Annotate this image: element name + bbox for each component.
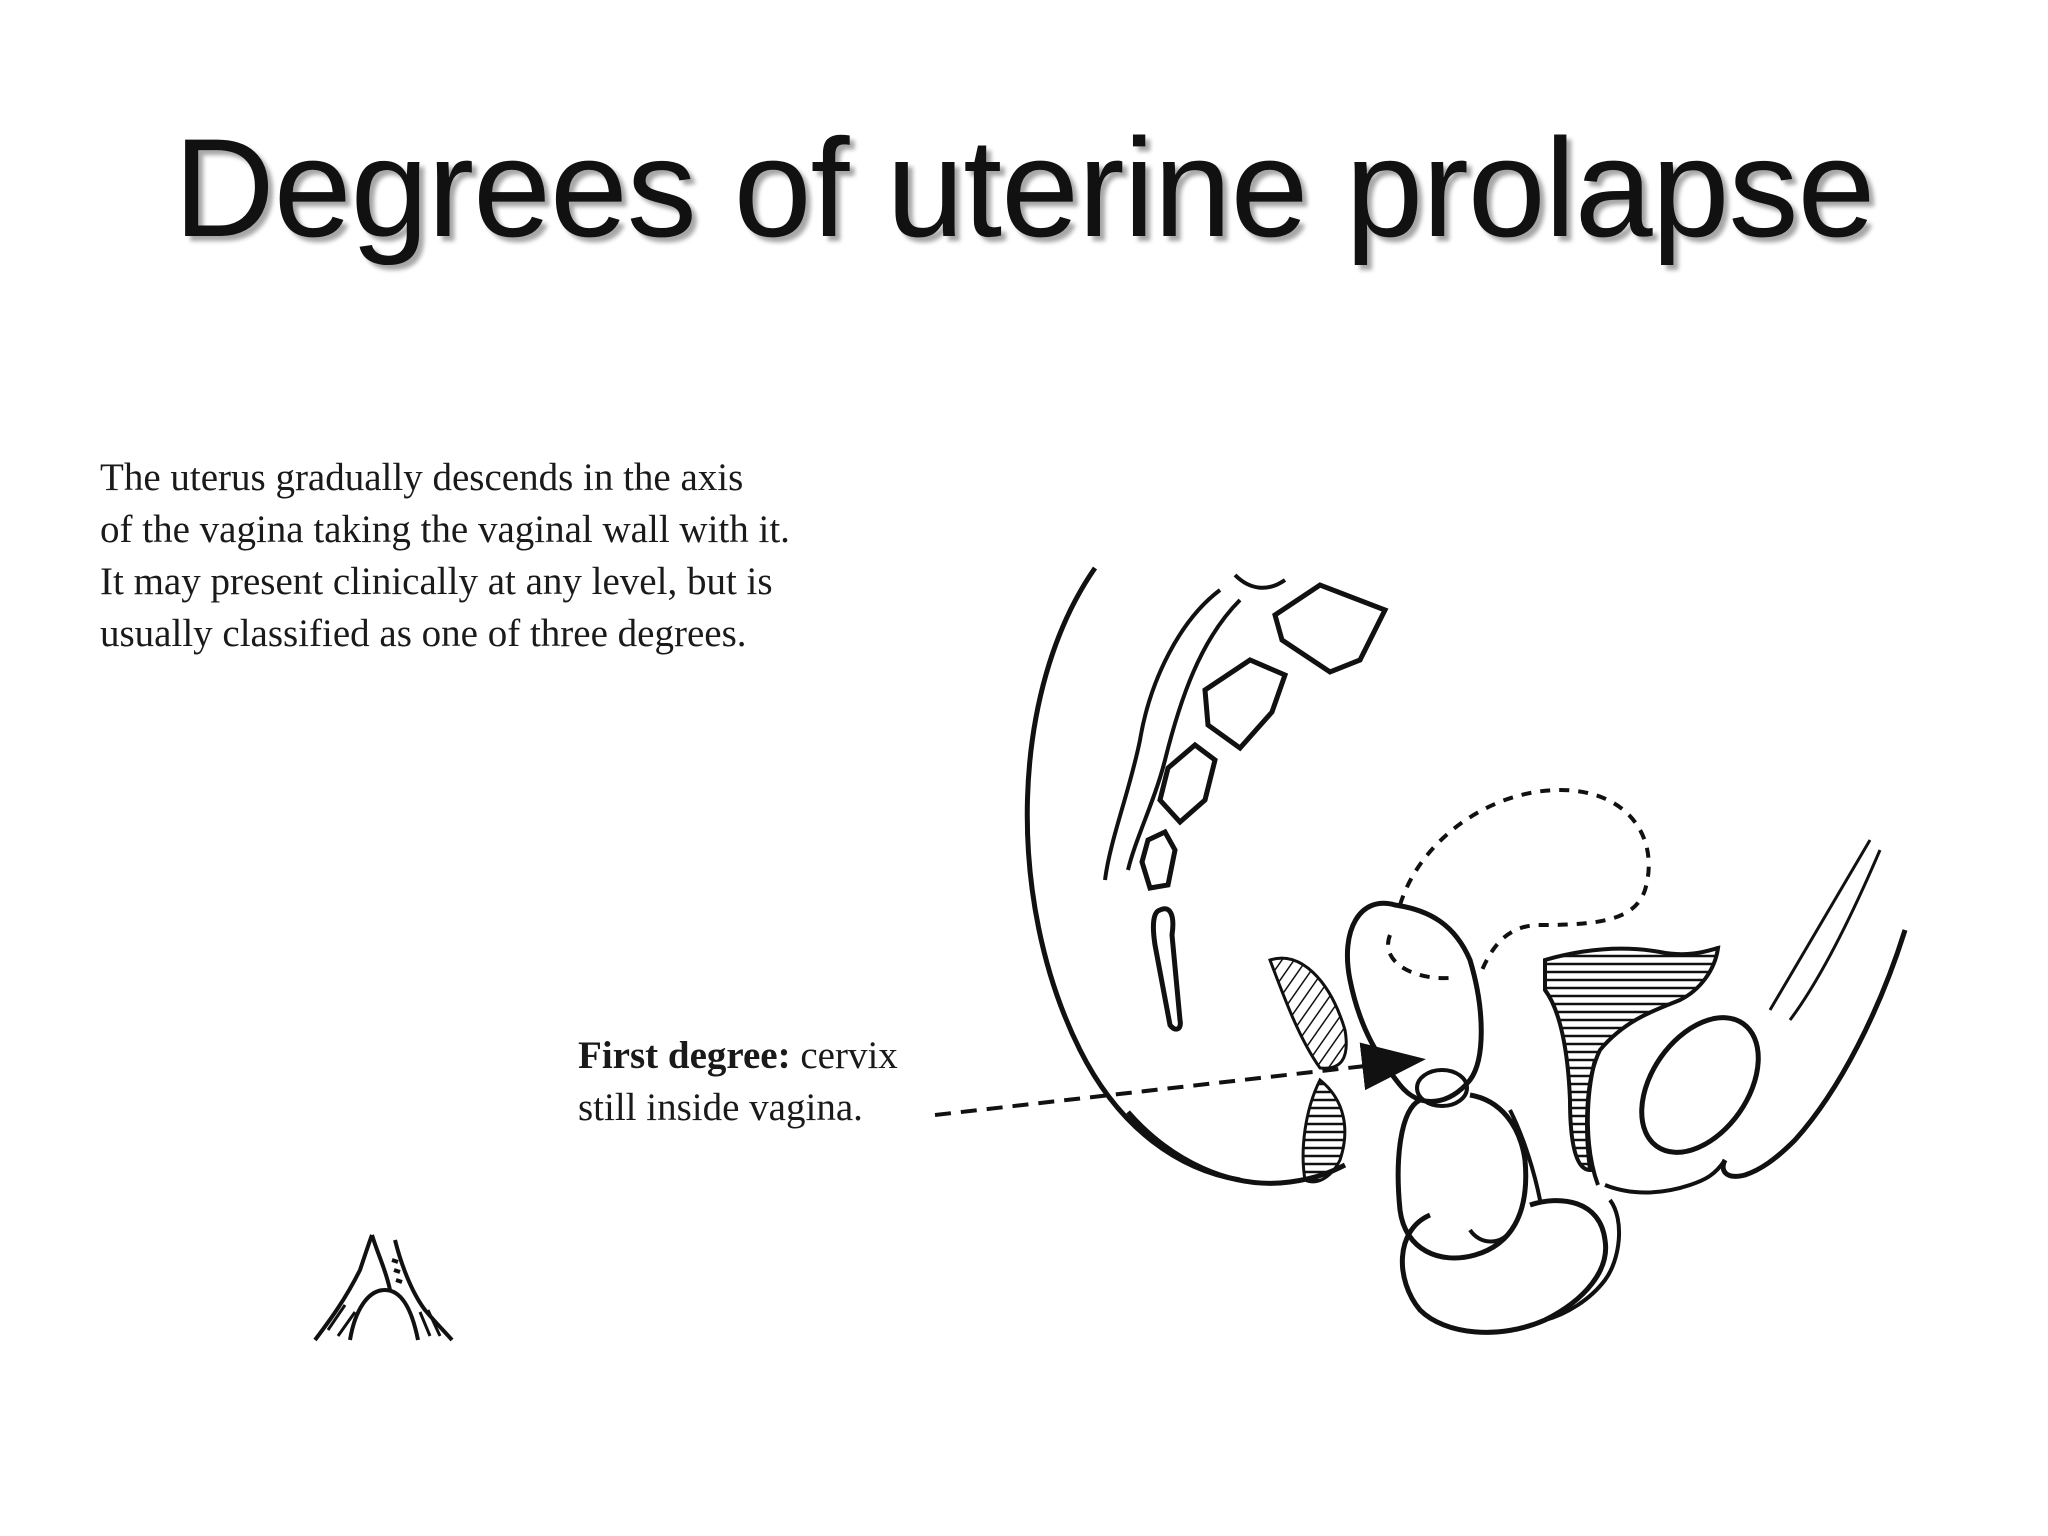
- vaginal-wall: [1508, 1109, 1542, 1201]
- vaginal-canal: [1395, 1092, 1529, 1261]
- intro-paragraph: The uterus gradually descends in the axi…: [100, 452, 960, 660]
- vertebra: [1139, 828, 1178, 891]
- intro-line: It may present clinically at any level, …: [100, 560, 773, 603]
- sacrum-front: [1103, 588, 1222, 881]
- caption-line-1: First degree: cervix: [578, 1030, 898, 1082]
- vertebra: [1157, 741, 1218, 826]
- labia-outline: [1544, 1198, 1622, 1322]
- vulva-fold: [1468, 1228, 1512, 1244]
- abdominal-wall-outer: [1720, 929, 1908, 1179]
- pointer-arrow: [934, 1042, 1426, 1117]
- perineum-bulge: [1399, 1198, 1609, 1335]
- body-outline-back: [1024, 566, 1241, 1183]
- caption-label-rest: cervix: [790, 1034, 898, 1077]
- sacrum-vertebrae: [1103, 573, 1389, 1032]
- uterus: [1344, 900, 1484, 1104]
- vertebra: [1272, 582, 1389, 675]
- intro-line: The uterus gradually descends in the axi…: [100, 456, 744, 499]
- spine-top-notch: [1233, 573, 1287, 590]
- abdominal-wall-inner-2: [1768, 839, 1872, 1011]
- caption-label-bold: First degree:: [578, 1034, 791, 1077]
- normal-uterus-dashed: [1386, 787, 1651, 981]
- rectum: [1268, 956, 1348, 1070]
- slide-title: Degrees of uterine prolapse: [173, 109, 1876, 266]
- intro-line: of the vagina taking the vaginal wall wi…: [100, 508, 790, 551]
- intro-line: usually classified as one of three degre…: [100, 612, 747, 655]
- urethra: [1585, 1059, 1600, 1186]
- caption-line-2: still inside vagina.: [578, 1086, 863, 1129]
- bladder: [1543, 945, 1721, 1173]
- vertebra: [1202, 657, 1289, 752]
- coccyx: [1150, 906, 1183, 1032]
- sacrum-back: [1126, 598, 1242, 871]
- mons-outline: [1604, 1158, 1727, 1195]
- small-vulva-sketch: [313, 1234, 454, 1342]
- anal-canal: [1301, 1077, 1347, 1184]
- pubic-bone: [1639, 1015, 1761, 1155]
- first-degree-caption: First degree: cervix still inside vagina…: [578, 1030, 898, 1134]
- abdominal-wall-inner-1: [1788, 849, 1882, 1021]
